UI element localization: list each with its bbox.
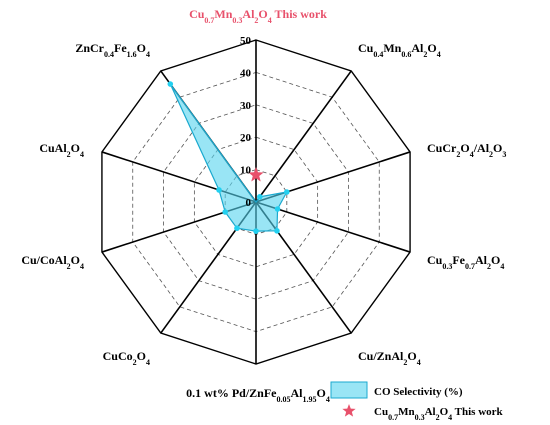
axis-label: 0.1 wt% Pd/ZnFe0.05Al1.95O4 (186, 386, 330, 404)
data-point (222, 209, 228, 215)
legend-label-selectivity: CO Selectivity (%) (374, 386, 463, 398)
radial-tick-label: 0 (246, 197, 252, 209)
data-point (167, 81, 174, 87)
data-point (274, 206, 281, 212)
radial-tick-label: 20 (240, 132, 252, 144)
radial-tick-label: 40 (240, 67, 252, 79)
data-point (253, 228, 259, 234)
selectivity-area (169, 83, 288, 232)
axis-label: Cu/CoAl2O4 (21, 253, 84, 271)
legend-swatch-selectivity (330, 381, 368, 399)
radial-tick-labels: 0 10 20 30 40 50 (240, 35, 252, 209)
data-point (257, 193, 263, 200)
axis-label: CuAl2O4 (39, 141, 84, 159)
radial-tick-label: 50 (240, 35, 252, 47)
grid-ring (193, 136, 319, 268)
data-point (284, 189, 290, 195)
axis-label: ZnCr0.4Fe1.6O4 (75, 41, 150, 59)
data-point (274, 228, 280, 234)
legend-label-this-work: Cu0.7Mn0.3Al2O4 This work (374, 406, 504, 422)
spoke-line (255, 70, 352, 203)
axis-label: Cu/ZnAl2O4 (358, 349, 421, 367)
spoke-line (255, 201, 411, 253)
this-work-star (248, 167, 264, 182)
series-layer (167, 81, 290, 234)
chart-title-text: Cu0.7Mn0.3Al2O4 This work (189, 7, 327, 25)
data-point (216, 187, 222, 193)
data-point (234, 225, 240, 232)
axis-label: Cu0.4Mn0.6Al2O4 (358, 41, 441, 59)
axis-label: Cu0.3Fe0.7Al2O4 (427, 253, 504, 271)
chart-title: Cu0.7Mn0.3Al2O4 This work (189, 7, 327, 25)
axis-label: CuCo2O4 (103, 349, 150, 367)
axis-labels: Cu0.4Mn0.6Al2O4CuCr2O4/Al2O3Cu0.3Fe0.7Al… (21, 41, 506, 404)
legend: CO Selectivity (%) Cu0.7Mn0.3Al2O4 This w… (330, 381, 504, 422)
axis-label: CuCr2O4/Al2O3 (427, 141, 506, 159)
radial-tick-label: 30 (240, 100, 252, 112)
radial-tick-label: 10 (240, 165, 252, 177)
grid-ring (163, 104, 349, 300)
legend-star-this-work (342, 404, 356, 417)
